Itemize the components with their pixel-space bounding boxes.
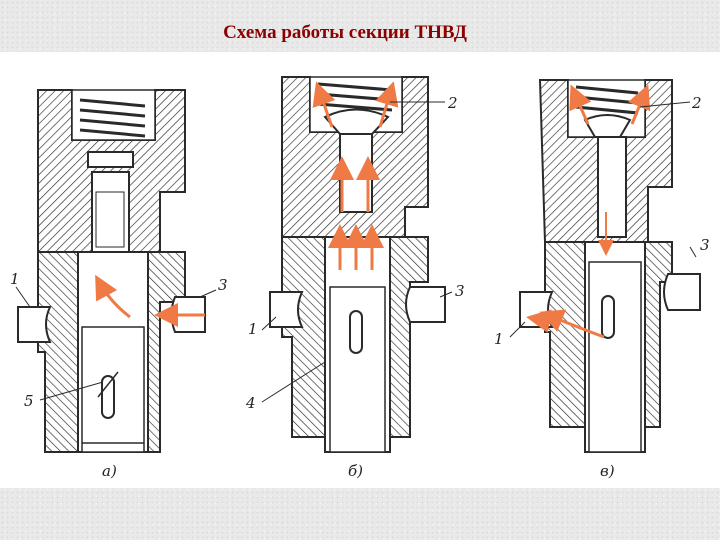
- callout-c-3: 3: [700, 236, 710, 254]
- callout-b-1: 1: [248, 320, 258, 338]
- callout-a-5: 5: [24, 392, 34, 410]
- figure-c: [509, 79, 701, 453]
- callout-b-4: 4: [245, 394, 256, 412]
- callout-b-3: 3: [455, 282, 465, 300]
- caption-b: б): [348, 462, 363, 480]
- callout-c-1: 1: [494, 330, 504, 348]
- figure-b: [261, 76, 453, 453]
- pump-section-diagram: 1 3 5 а) 2 1 3 4 б): [10, 76, 710, 480]
- caption-a: а): [102, 462, 117, 480]
- callout-a-1: 1: [10, 270, 20, 288]
- slide-title: Схема работы секции ТНВД: [223, 22, 467, 43]
- callout-c-2: 2: [691, 94, 702, 112]
- callout-b-2: 2: [447, 94, 458, 112]
- callout-a-3: 3: [218, 276, 228, 294]
- figure-a: [15, 89, 217, 453]
- caption-c: в): [600, 462, 615, 480]
